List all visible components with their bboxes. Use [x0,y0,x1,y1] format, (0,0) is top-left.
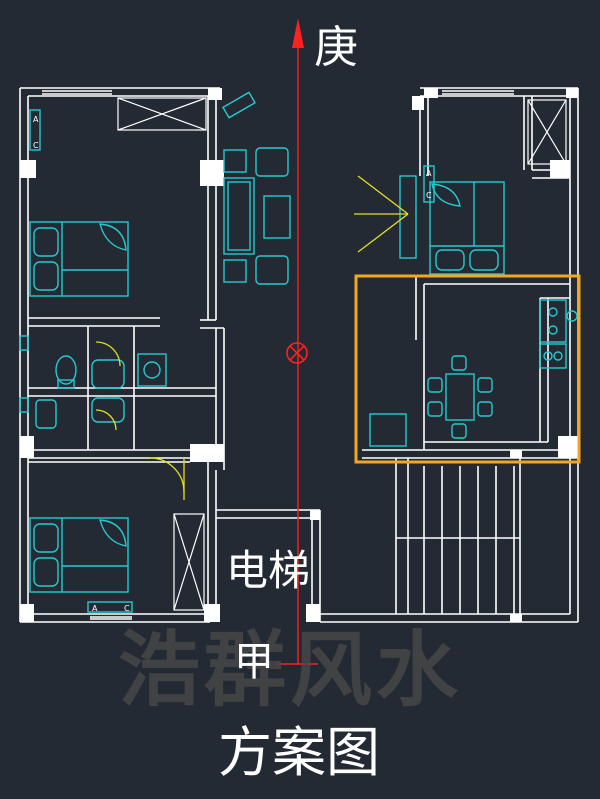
kitchen-dining-highlight [354,274,581,464]
north-direction-label: 庚 [314,22,358,73]
washing-machine [369,413,407,447]
wall-pillars [20,88,578,622]
ac-unit-upper-left [29,109,41,151]
south-direction-label: 甲 [234,639,274,685]
watermark: 浩群风水 [118,623,463,718]
bathroom-fixtures [19,335,167,429]
ac-unit-bottom [87,601,133,613]
ac-unit-right [423,165,435,203]
door-tag-c: C [33,141,39,150]
door-tag-c: C [426,191,432,200]
bed-right [429,181,505,275]
shafts [117,97,567,611]
furniture [19,91,578,613]
direction-axis [278,18,318,665]
dining-set [427,355,493,439]
bed-upper-left [29,221,129,297]
elevator-label: 电梯 [226,546,311,595]
bed-lower-left [29,517,129,593]
door-tag-c: C [124,604,130,613]
door-tag-a: A [426,169,432,178]
diagram-title: 方案图 [218,721,380,784]
door-tag-a: A [92,604,98,613]
wardrobe [399,175,417,259]
north-arrow-icon [292,18,304,48]
door-tag-a: A [33,115,39,124]
door-tags: A C A C A C [33,115,432,613]
kitchen-counter [539,299,578,369]
living-sofa-set [222,91,291,285]
center-mark-icon [286,342,308,364]
door-swings [95,175,409,500]
